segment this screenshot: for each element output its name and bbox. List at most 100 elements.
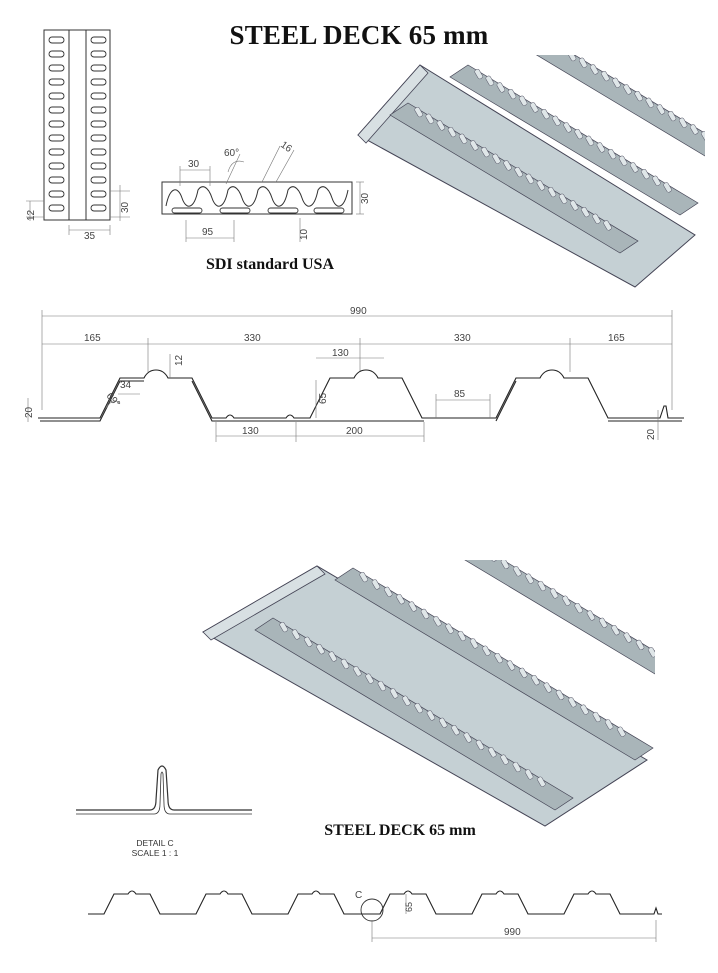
emboss-mark (536, 180, 546, 191)
emboss-mark (592, 213, 601, 224)
emboss-mark (396, 594, 405, 605)
emboss-mark (537, 776, 546, 787)
slot-mark (90, 64, 107, 72)
slot-mark (48, 134, 65, 142)
emboss-dim-width: 16 (278, 140, 294, 155)
emboss-mark (494, 652, 503, 664)
slot-mark (48, 190, 65, 198)
emboss-mark (558, 193, 568, 204)
emboss-mark (384, 586, 393, 597)
emboss-mark (445, 623, 454, 634)
emboss-detail: 30 60° 16 95 30 10 (161, 140, 370, 242)
emboss-mark (500, 560, 510, 569)
emboss-mark (512, 761, 522, 773)
emboss-mark (652, 175, 661, 186)
emboss-mark (500, 754, 509, 765)
emboss-mark (340, 658, 350, 669)
emboss-mark (414, 106, 423, 118)
emboss-mark (488, 560, 497, 562)
emboss-mark (580, 704, 589, 715)
emboss-mark (518, 95, 528, 106)
emboss-mark (482, 645, 491, 656)
long-dim-total: 990 (504, 927, 521, 938)
emboss-mark (645, 97, 654, 108)
detail-marker: C (355, 890, 362, 901)
emboss-mark (414, 702, 423, 714)
plan-slots-left (48, 36, 65, 212)
deck-isometric-bottom (201, 560, 655, 827)
emboss-mark (667, 110, 677, 122)
emboss-mark (599, 617, 608, 628)
emboss-mark (436, 120, 446, 131)
deck-isometric-top (357, 55, 705, 288)
emboss-mark (524, 769, 534, 780)
slot-mark (90, 120, 107, 128)
deck-ribs-bottom (254, 560, 655, 811)
emboss-mark (543, 682, 552, 693)
emboss-mark (463, 732, 472, 743)
slot-mark (90, 162, 107, 170)
emboss-mark (488, 747, 497, 758)
emboss-mark (470, 140, 479, 151)
slot-mark (90, 106, 107, 114)
emboss-mark (641, 168, 650, 180)
emboss-mark (549, 588, 559, 599)
emboss-mark (513, 566, 522, 577)
emboss-mark (552, 115, 561, 126)
slot-mark (90, 50, 107, 58)
emboss-mark (555, 689, 565, 700)
emboss-mark (503, 160, 512, 171)
emboss-mark (574, 602, 583, 614)
emboss-mark (279, 621, 288, 633)
slot-mark (48, 204, 65, 212)
section-dim-height-left: 20 (24, 406, 35, 418)
slot-mark (48, 148, 65, 156)
emboss-mark (623, 632, 632, 643)
emboss-mark (425, 113, 434, 124)
emboss-mark (481, 146, 490, 158)
slot-mark (48, 64, 65, 72)
slot-mark (48, 78, 65, 86)
emboss-mark (567, 55, 577, 62)
emboss-dim-angle: 60° (224, 148, 239, 159)
emboss-mark (426, 710, 436, 721)
slot-mark (90, 92, 107, 100)
emboss-mark (537, 580, 547, 592)
plan-slots-right (90, 36, 107, 212)
emboss-mark (353, 666, 362, 677)
emboss-mark (656, 104, 666, 115)
slot-mark (90, 78, 107, 86)
emboss-mark (389, 688, 399, 699)
emboss-dim-pitch: 30 (188, 159, 200, 170)
emboss-mark (585, 135, 594, 146)
emboss-dim-spacing: 95 (202, 227, 214, 238)
slot-mark (48, 120, 65, 128)
slot-mark (48, 162, 65, 170)
emboss-mark (590, 64, 599, 75)
main-title: STEEL DECK 65 mm (229, 20, 489, 50)
emboss-mark (568, 697, 577, 708)
section-dim-span-b: 330 (454, 333, 471, 344)
emboss-mark (458, 133, 468, 144)
detail-caption: DETAIL C SCALE 1 : 1 (100, 838, 210, 858)
rib-web (389, 102, 639, 254)
detail-name: DETAIL C (136, 838, 174, 848)
emboss-mark (562, 595, 571, 606)
emboss-mark (408, 601, 417, 612)
section-dim-edge-left: 165 (84, 333, 101, 344)
emboss-mark (603, 220, 612, 231)
slot-mark (48, 36, 65, 44)
slot-mark (48, 92, 65, 100)
emboss-mark (525, 573, 534, 584)
section-dim-bottom-a: 130 (242, 426, 259, 437)
emboss-mark (519, 667, 528, 678)
emboss-mark (581, 206, 590, 218)
emboss-mark (634, 90, 643, 102)
emboss-mark (592, 711, 602, 723)
emboss-mark (617, 726, 626, 737)
emboss-mark (451, 725, 460, 736)
plan-dim-strip: 35 (84, 231, 96, 240)
emboss-mark (316, 644, 325, 655)
emboss-mark (530, 102, 539, 113)
